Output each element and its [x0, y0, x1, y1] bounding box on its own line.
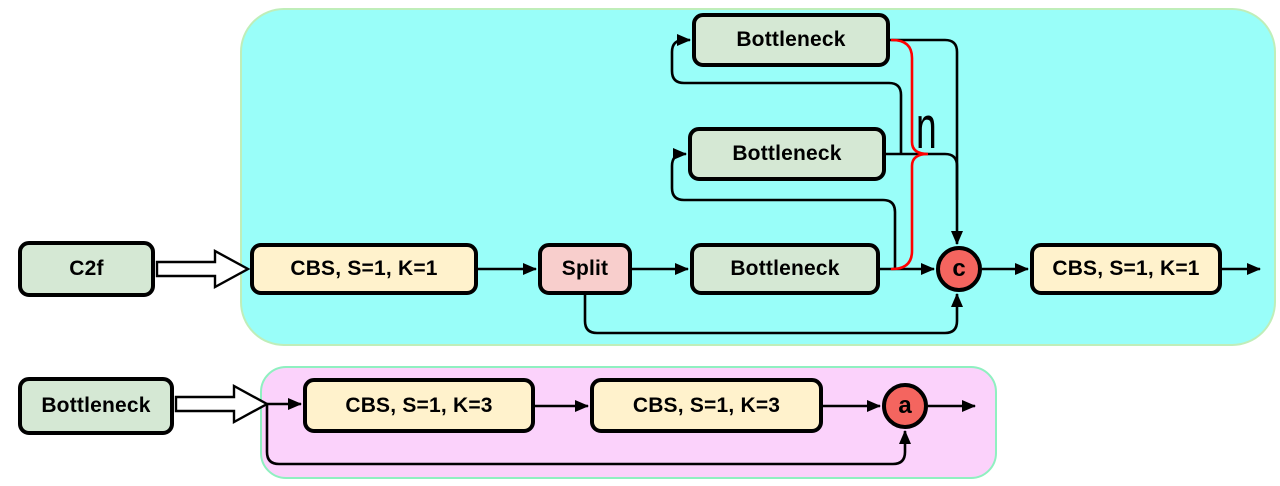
connector-top-out-to-concat	[890, 38, 963, 245]
connector-split-bypass-to-concat	[583, 293, 963, 335]
cbs-in-block: CBS, S=1, K=1	[250, 243, 478, 295]
bottleneck-entry-block: Bottleneck	[18, 377, 174, 435]
cbs-out-block: CBS, S=1, K=1	[1030, 243, 1222, 295]
module-arrow-c2f	[155, 248, 251, 290]
module-arrow-bottleneck	[174, 383, 270, 425]
bottleneck-cbs1-block: CBS, S=1, K=3	[303, 378, 535, 433]
concat-node: c	[936, 246, 982, 292]
c2f-entry-block: C2f	[18, 241, 155, 297]
bottleneck-cbs2-block: CBS, S=1, K=3	[590, 378, 823, 433]
split-block: Split	[538, 243, 632, 295]
repeat-brace	[890, 38, 929, 271]
bottleneck-top-block: Bottleneck	[692, 13, 890, 67]
bottleneck-bottom-block: Bottleneck	[690, 243, 880, 295]
bottleneck-middle-block: Bottleneck	[688, 127, 886, 181]
connector-residual-bypass-to-add	[265, 404, 911, 466]
connector-bottom-out-to-middle-in	[670, 148, 897, 269]
add-node: a	[882, 383, 928, 429]
connector-middle-out-to-top-in	[670, 34, 903, 154]
repeat-count-label: n	[916, 94, 937, 161]
